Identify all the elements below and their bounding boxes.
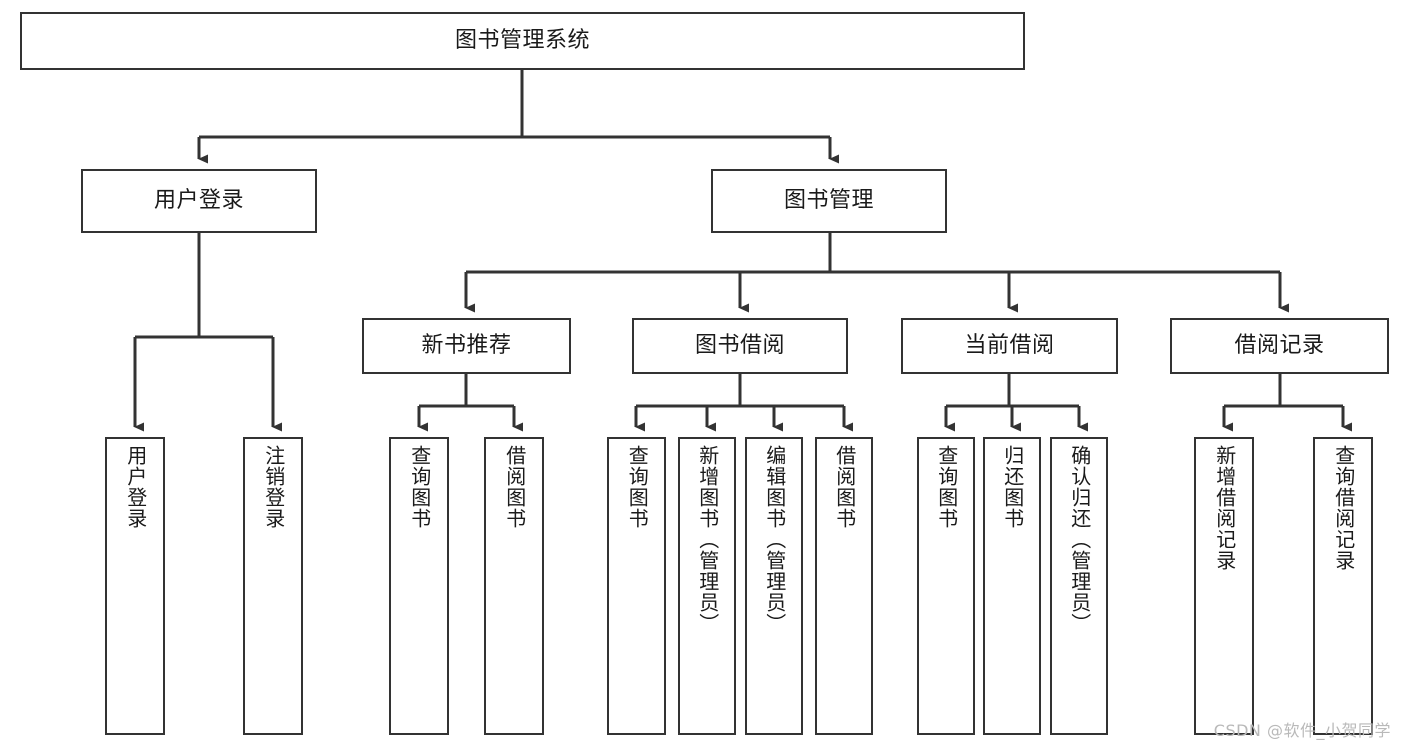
node-label: 确认归还（管理员） bbox=[1067, 445, 1092, 634]
node-label: 用户登录 bbox=[123, 445, 148, 529]
node-label: 查询图书 bbox=[934, 445, 959, 529]
node-new-book-recommend[interactable]: 新书推荐 bbox=[362, 318, 571, 374]
leaf-query-book-current[interactable]: 查询图书 bbox=[917, 437, 975, 735]
leaf-user-logout[interactable]: 注销登录 bbox=[243, 437, 303, 735]
leaf-confirm-return-admin[interactable]: 确认归还（管理员） bbox=[1050, 437, 1108, 735]
node-current-borrow[interactable]: 当前借阅 bbox=[901, 318, 1118, 374]
node-book-borrow[interactable]: 图书借阅 bbox=[632, 318, 848, 374]
node-label: 新书推荐 bbox=[421, 332, 512, 358]
leaf-return-book[interactable]: 归还图书 bbox=[983, 437, 1041, 735]
node-label: 编辑图书（管理员） bbox=[762, 445, 787, 634]
node-user-login[interactable]: 用户登录 bbox=[81, 169, 317, 233]
node-label: 查询图书 bbox=[625, 445, 650, 529]
node-label: 图书借阅 bbox=[694, 332, 785, 358]
node-label: 借阅图书 bbox=[832, 445, 857, 529]
leaf-user-login[interactable]: 用户登录 bbox=[105, 437, 165, 735]
node-root-system[interactable]: 图书管理系统 bbox=[20, 12, 1025, 70]
leaf-edit-book-admin[interactable]: 编辑图书（管理员） bbox=[745, 437, 803, 735]
node-label: 查询借阅记录 bbox=[1331, 445, 1356, 571]
node-label: 新增图书（管理员） bbox=[695, 445, 720, 634]
node-label: 新增借阅记录 bbox=[1212, 445, 1237, 571]
node-label: 查询图书 bbox=[407, 445, 432, 529]
leaf-query-book-borrow[interactable]: 查询图书 bbox=[607, 437, 666, 735]
node-label: 借阅记录 bbox=[1234, 332, 1325, 358]
node-label: 借阅图书 bbox=[502, 445, 527, 529]
leaf-add-book-admin[interactable]: 新增图书（管理员） bbox=[678, 437, 736, 735]
leaf-add-borrow-record[interactable]: 新增借阅记录 bbox=[1194, 437, 1254, 735]
node-label: 归还图书 bbox=[1000, 445, 1025, 529]
node-book-management[interactable]: 图书管理 bbox=[711, 169, 947, 233]
leaf-query-book-recommend[interactable]: 查询图书 bbox=[389, 437, 449, 735]
leaf-query-borrow-record[interactable]: 查询借阅记录 bbox=[1313, 437, 1373, 735]
watermark: CSDN @软件_小贺同学 bbox=[1213, 721, 1391, 740]
node-label: 图书管理 bbox=[783, 187, 874, 213]
node-borrow-record[interactable]: 借阅记录 bbox=[1170, 318, 1389, 374]
leaf-borrow-book-recommend[interactable]: 借阅图书 bbox=[484, 437, 544, 735]
node-label: 图书管理系统 bbox=[454, 27, 590, 53]
node-label: 注销登录 bbox=[261, 445, 286, 529]
node-label: 用户登录 bbox=[153, 187, 244, 213]
node-label: 当前借阅 bbox=[964, 332, 1055, 358]
leaf-borrow-book[interactable]: 借阅图书 bbox=[815, 437, 873, 735]
